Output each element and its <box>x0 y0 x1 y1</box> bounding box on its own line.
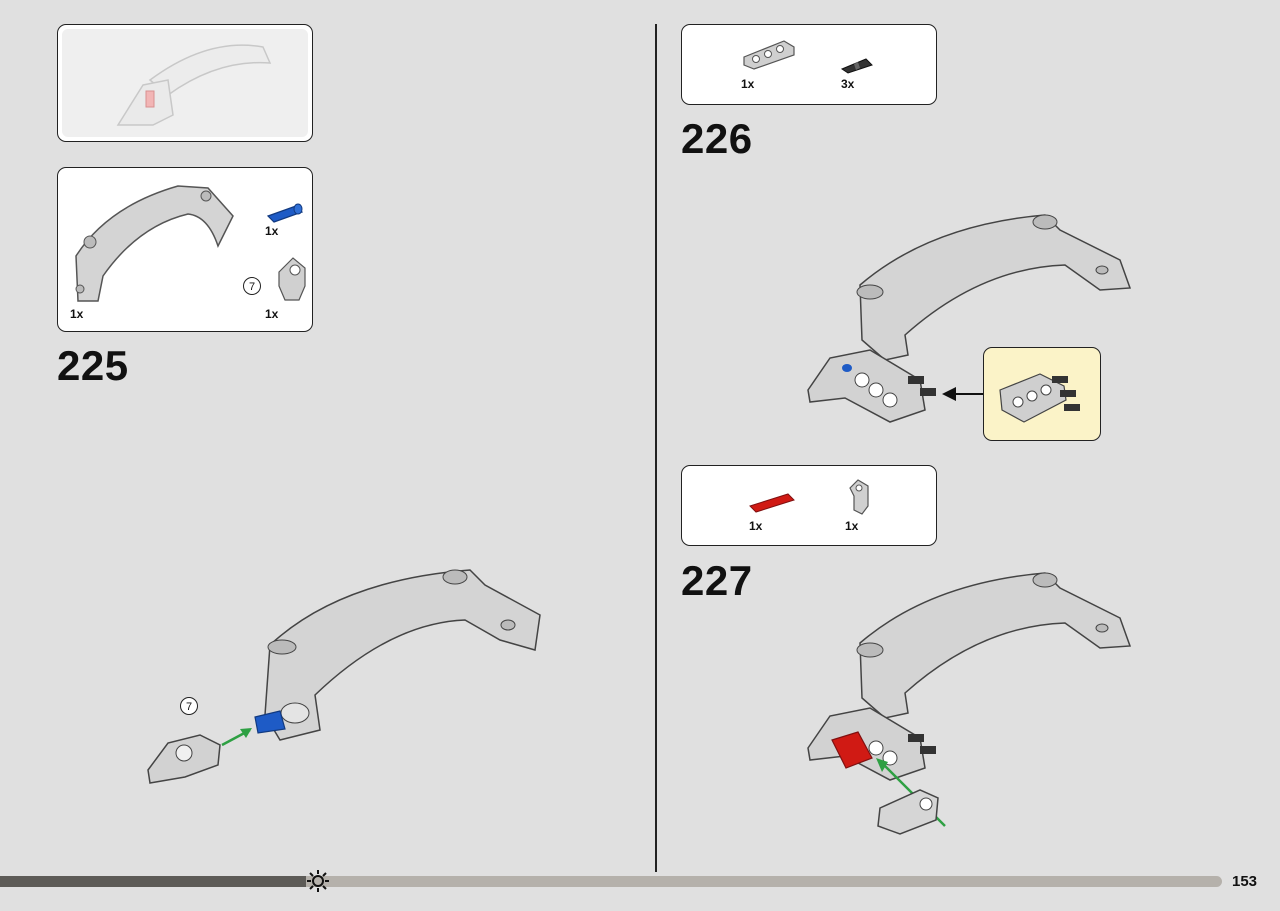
gray-connector-part-icon <box>849 479 869 515</box>
step-227-part-2-qty: 1x <box>845 519 859 533</box>
previous-step-thumbnail <box>57 24 313 142</box>
insert-arrow <box>942 387 984 401</box>
axle-connector-part-icon <box>278 257 306 301</box>
step-226-number: 226 <box>681 115 753 162</box>
connector-callout: 7 <box>243 277 261 295</box>
page-number: 153 <box>1232 873 1258 890</box>
beam-with-pins-icon <box>999 373 1080 423</box>
gray-beam-part-icon <box>743 40 795 70</box>
progress-bar <box>0 876 1222 887</box>
step-225-parts-box: 1x 1x 7 1x <box>57 167 313 332</box>
sub-assembly-callout <box>983 347 1101 441</box>
step-225-part-3-qty: 1x <box>265 307 279 321</box>
step-227-assembly <box>807 572 1132 835</box>
black-pin-part-icon <box>840 58 873 74</box>
step-227-number: 227 <box>681 557 753 604</box>
step-226-parts-box: 1x 3x <box>681 24 937 105</box>
build-callout: 7 <box>180 697 198 715</box>
step-226-part-2-qty: 3x <box>841 77 855 91</box>
red-axle-part-icon <box>749 493 795 513</box>
step-225-part-1-qty: 1x <box>70 307 84 321</box>
step-227-part-1-qty: 1x <box>749 519 763 533</box>
progress-marker-icon <box>307 870 329 892</box>
step-225-assembly <box>147 569 541 784</box>
step-227-parts-box: 1x 1x <box>681 465 937 546</box>
step-225-part-2-qty: 1x <box>265 224 279 238</box>
step-225-number: 225 <box>57 342 129 389</box>
curved-arm-part-icon <box>75 185 234 302</box>
step-226-assembly <box>807 214 1132 423</box>
previous-assembly-image <box>62 29 308 137</box>
blue-pin-part-icon <box>266 203 304 223</box>
step-226-part-1-qty: 1x <box>741 77 755 91</box>
page-divider <box>655 24 657 872</box>
progress-fill <box>0 876 306 887</box>
